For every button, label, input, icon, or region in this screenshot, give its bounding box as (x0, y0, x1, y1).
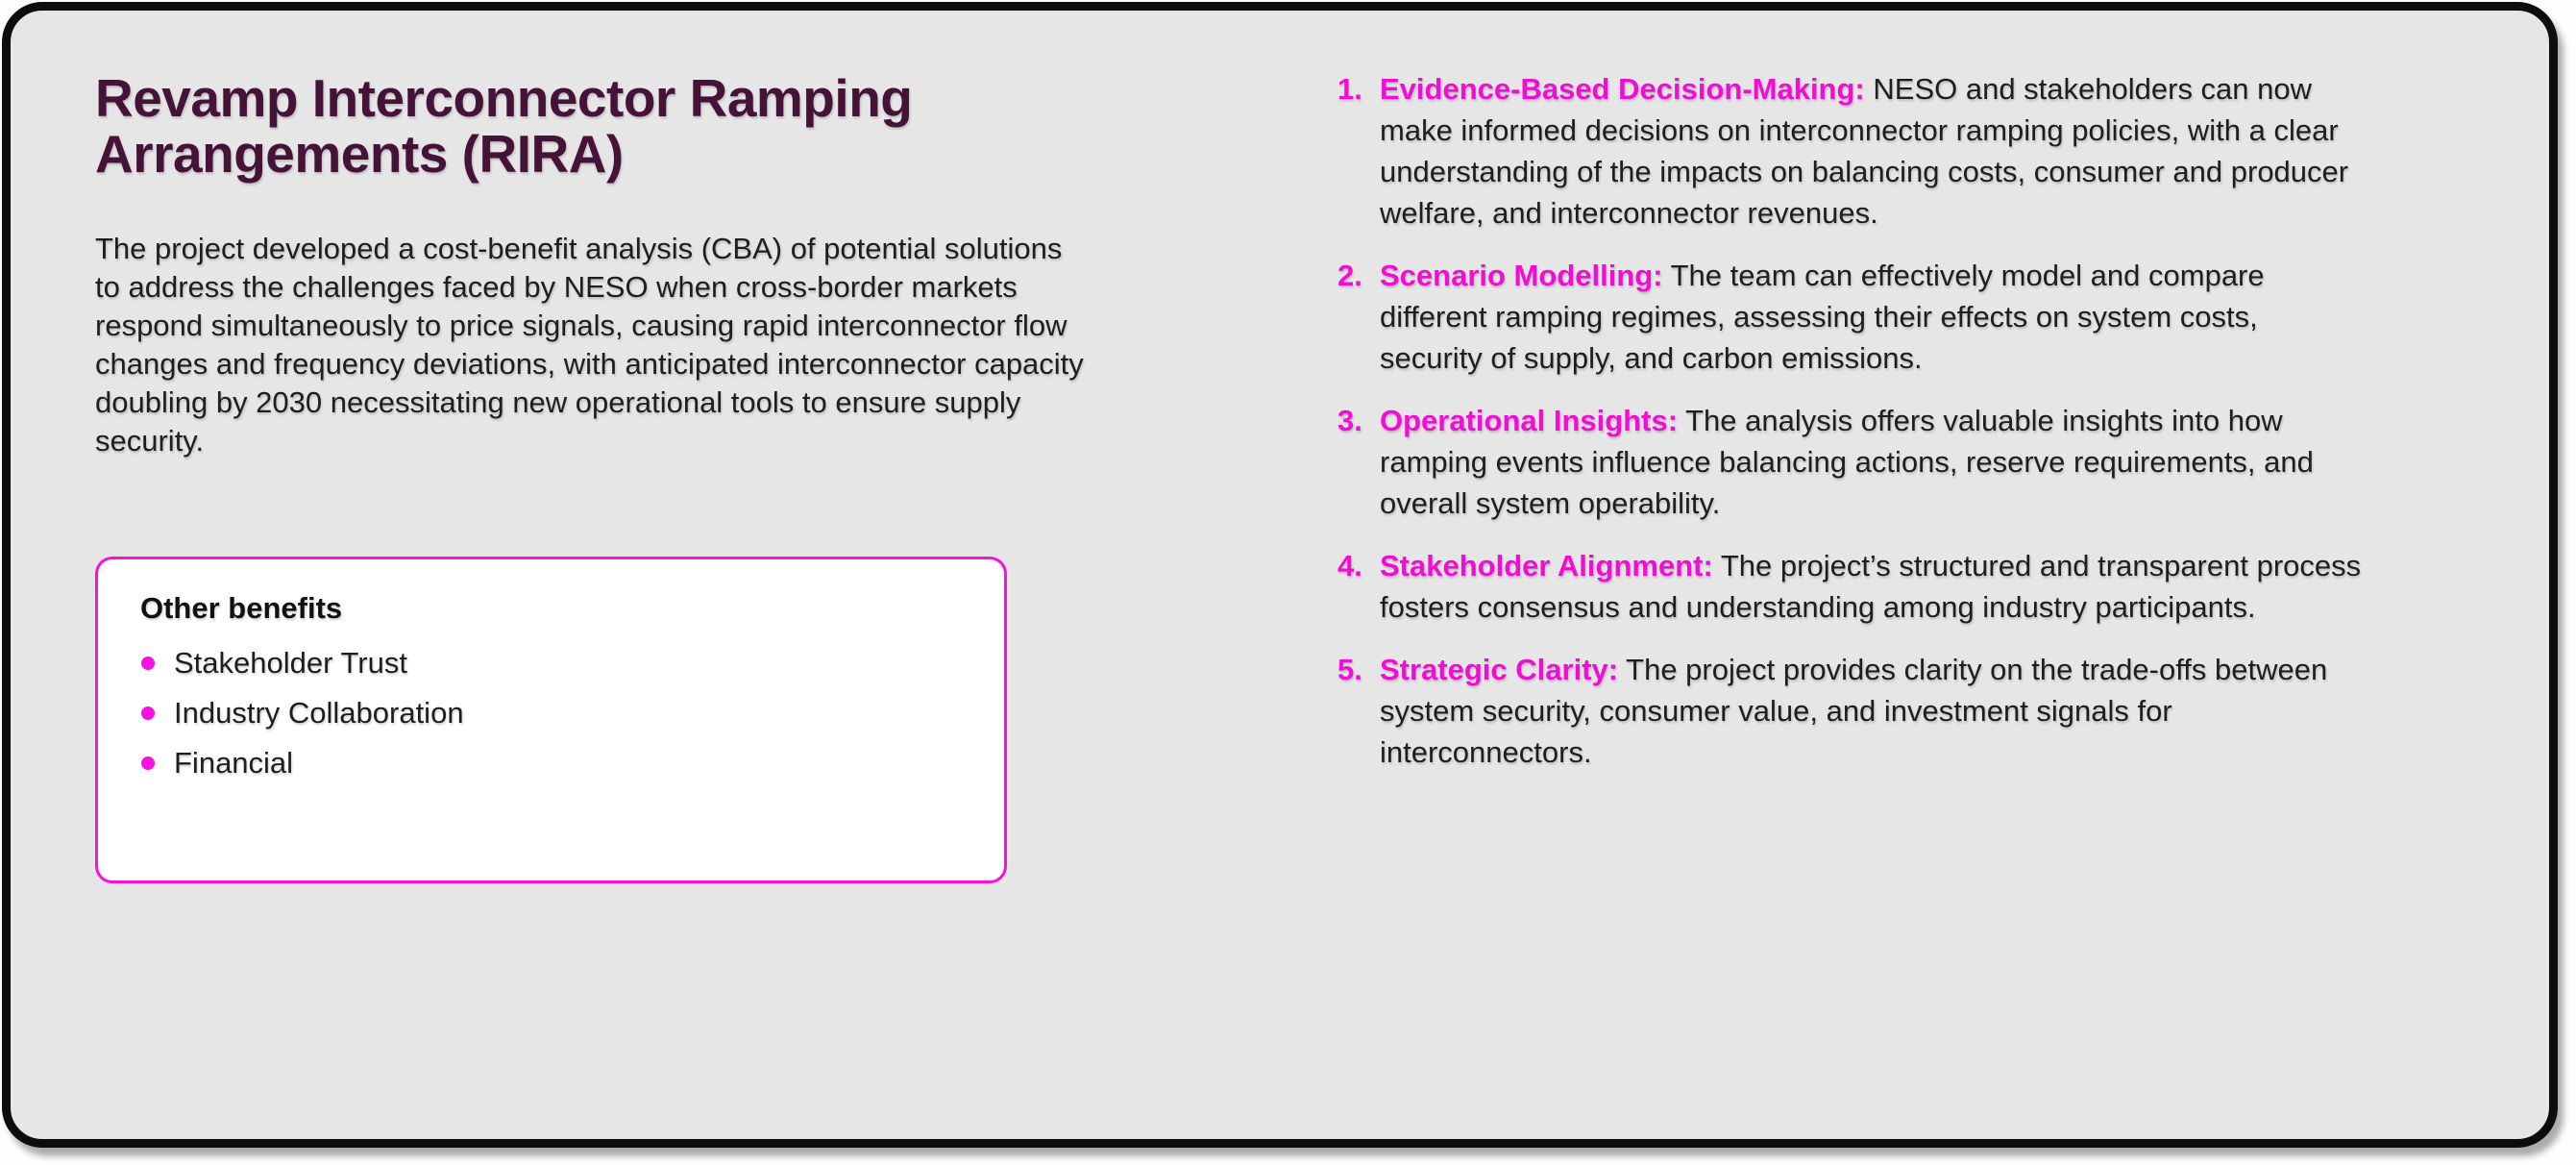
item-label: Evidence-Based Decision-Making: (1380, 72, 1865, 106)
item-label: Stakeholder Alignment: (1380, 549, 1713, 582)
benefit-item: Stakeholder Trust (140, 638, 975, 688)
benefit-item: Industry Collaboration (140, 688, 975, 738)
bullet-icon (141, 657, 155, 670)
list-item-2: 2. Scenario Modelling: The team can effe… (1337, 255, 2500, 379)
item-number: 3. (1337, 404, 1362, 437)
item-body: Operational Insights: The analysis offer… (1380, 400, 2363, 524)
benefits-list: Stakeholder Trust Industry Collaboration… (140, 638, 975, 788)
benefit-item: Financial (140, 738, 975, 788)
item-label: Operational Insights: (1380, 404, 1679, 437)
item-number: 2. (1337, 259, 1362, 292)
item-label: Scenario Modelling: (1380, 259, 1663, 292)
item-text: NESO and stakeholders can now make infor… (1380, 72, 2349, 230)
left-column: Revamp Interconnector Ramping Arrangemen… (95, 70, 1277, 460)
benefits-heading: Other benefits (140, 591, 343, 625)
page-title: Revamp Interconnector Ramping Arrangemen… (95, 68, 913, 184)
bullet-icon (141, 756, 155, 770)
item-body: Scenario Modelling: The team can effecti… (1380, 255, 2363, 379)
item-body: Evidence-Based Decision-Making: NESO and… (1380, 68, 2363, 234)
item-body: Stakeholder Alignment: The project’s str… (1380, 545, 2363, 628)
list-item-3: 3. Operational Insights: The analysis of… (1337, 400, 2500, 524)
benefit-item-label: Industry Collaboration (174, 696, 464, 730)
benefits-box: Other benefits Stakeholder Trust Industr… (95, 557, 1007, 883)
list-item-4: 4. Stakeholder Alignment: The project’s … (1337, 545, 2500, 628)
item-text: The project provides clarity on the trad… (1380, 653, 2328, 769)
item-number: 5. (1337, 653, 1362, 686)
item-number: 4. (1337, 549, 1362, 582)
slide-card: Revamp Interconnector Ramping Arrangemen… (2, 2, 2558, 1148)
benefit-item-label: Stakeholder Trust (174, 646, 407, 680)
item-label: Strategic Clarity: (1380, 653, 1619, 686)
benefit-item-label: Financial (174, 746, 294, 780)
bullet-icon (141, 706, 155, 720)
list-item-5: 5. Strategic Clarity: The project provid… (1337, 649, 2500, 773)
item-body: Strategic Clarity: The project provides … (1380, 649, 2363, 773)
list-item-1: 1. Evidence-Based Decision-Making: NESO … (1337, 68, 2500, 234)
item-text: The team can effectively model and compa… (1380, 259, 2265, 375)
intro-paragraph: The project developed a cost-benefit ana… (95, 232, 1084, 458)
item-text: The analysis offers valuable insights in… (1380, 404, 2314, 520)
key-outcomes-list: 1. Evidence-Based Decision-Making: NESO … (1337, 68, 2500, 794)
item-text: The project’s structured and transparent… (1380, 549, 2362, 624)
item-number: 1. (1337, 72, 1362, 106)
